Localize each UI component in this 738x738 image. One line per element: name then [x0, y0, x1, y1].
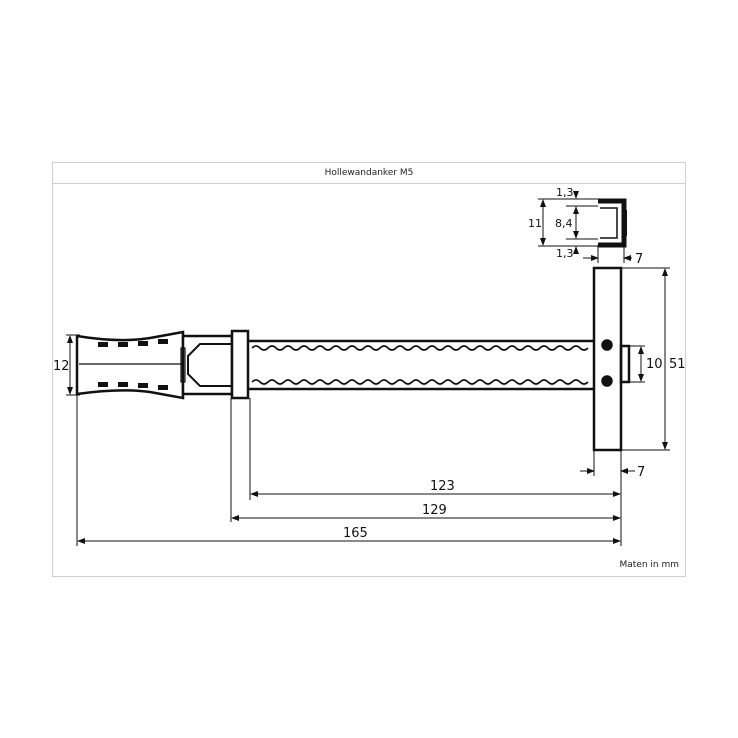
dim-toggle-length: 51: [669, 357, 686, 372]
threaded-shaft: [248, 339, 594, 391]
drawing-title: Hollewandanker M5: [53, 163, 685, 184]
dim-total-length: 165: [343, 526, 368, 541]
collar: [230, 329, 250, 400]
drawing-frame: Hollewandanker M5 Maten in mm: [52, 162, 686, 577]
plug-sleeve: [75, 330, 234, 400]
dim-section-wall-top: 1,3: [556, 186, 574, 199]
dim-tab-width: 10: [646, 357, 663, 372]
dim-toggle-thickness: 7: [637, 465, 645, 480]
dim-thread-length: 123: [430, 479, 455, 494]
units-note: Maten in mm: [619, 560, 679, 570]
toggle-bar: [592, 266, 631, 452]
dim-section-wall-bottom: 1,3: [556, 247, 574, 260]
dim-sleeve-diameter: 12: [53, 359, 70, 374]
dim-section-height: 11: [528, 217, 542, 230]
dim-shaft-length: 129: [422, 503, 447, 518]
dim-section-inner: 8,4: [555, 217, 573, 230]
cross-section: [598, 198, 627, 248]
dim-section-width: 7: [635, 252, 643, 267]
